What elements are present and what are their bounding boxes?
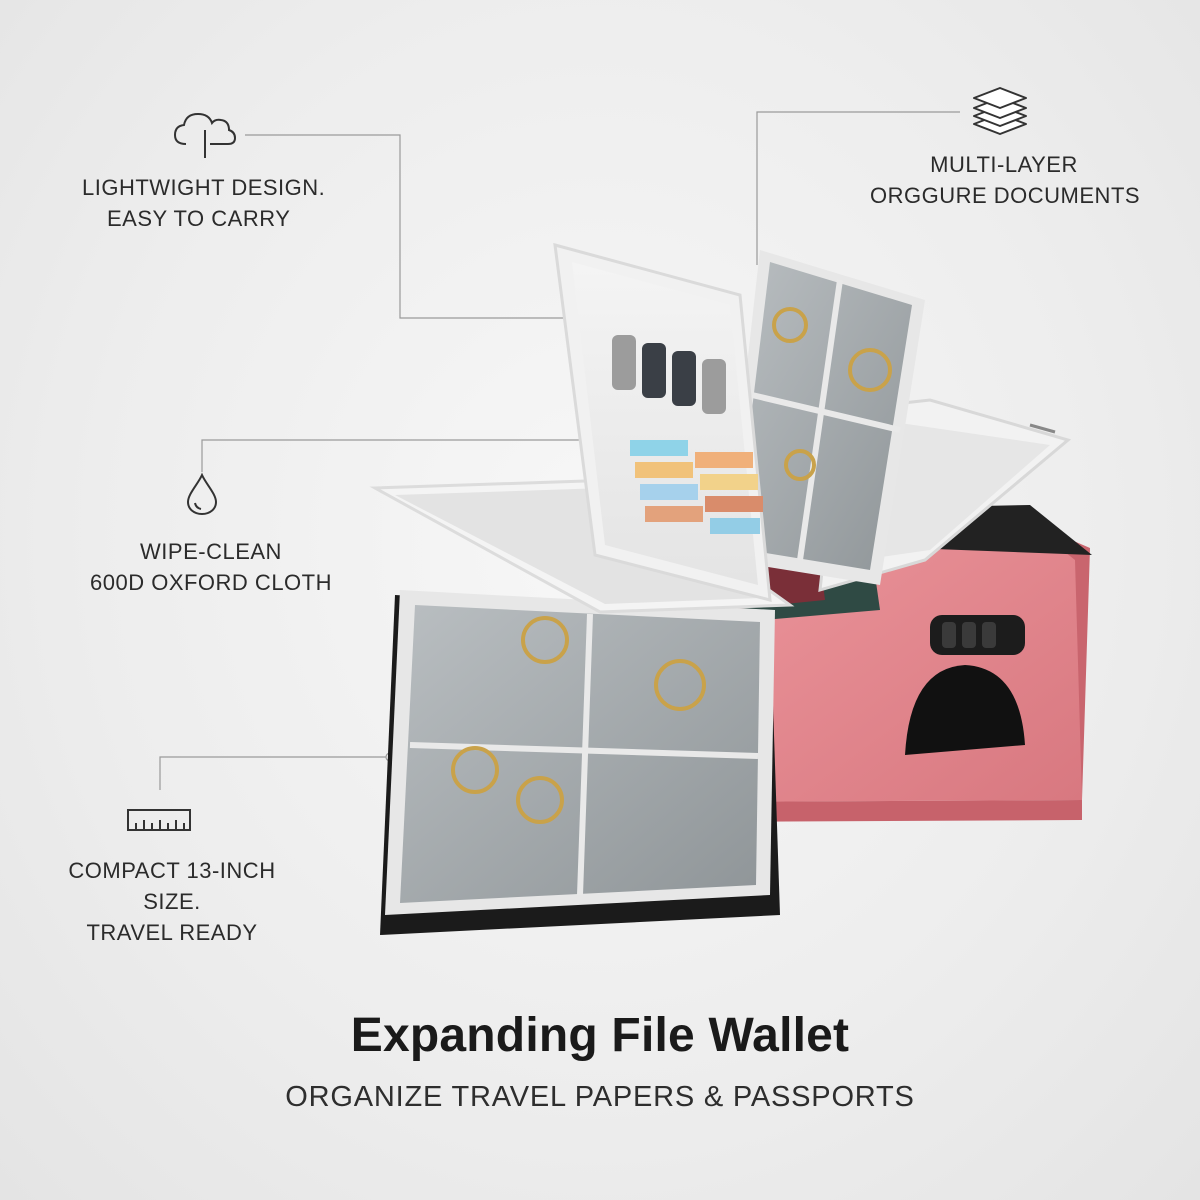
feature-caption-compact: COMPACT 13-INCH SIZE. TRAVEL READY [64, 855, 280, 948]
leader-lines [159, 111, 960, 790]
caption-line: TRAVEL READY [86, 920, 258, 945]
feature-caption-lightweight: LIGHTWIGHT DESIGN. EASY TO CARRY [82, 172, 325, 234]
ruler-icon [126, 806, 192, 832]
lower-passport-panel [380, 590, 780, 935]
cloud-icon [172, 108, 238, 160]
caption-line: COMPACT 13-INCH [68, 858, 276, 883]
feature-caption-wipe-clean: WIPE-CLEAN 600D OXFORD CLOTH [88, 536, 334, 598]
leader-line-drop [201, 439, 625, 472]
card-organizer-panel [553, 242, 772, 602]
leader-line-layers [756, 111, 960, 265]
upper-passport-panel [725, 250, 925, 585]
subheadline: ORGANIZE TRAVEL PAPERS & PASSPORTS [285, 1081, 915, 1113]
headline: Expanding File Wallet [350, 1009, 850, 1062]
caption-line: 600D OXFORD CLOTH [90, 570, 332, 595]
caption-line: ORGGURE DOCUMENTS [870, 183, 1141, 208]
caption-line: LIGHTWIGHT DESIGN. [82, 175, 326, 200]
caption-line: SIZE. [143, 889, 201, 914]
caption-line: MULTI-LAYER [930, 152, 1078, 177]
leader-line-cloud [245, 134, 585, 319]
water-drop-icon [184, 472, 220, 516]
feature-caption-multilayer: MULTI-LAYER ORGGURE DOCUMENTS [870, 149, 1141, 211]
caption-line: WIPE-CLEAN [140, 539, 282, 564]
leader-line-ruler [159, 756, 390, 790]
caption-line: EASY TO CARRY [107, 206, 291, 231]
layers-icon [972, 84, 1028, 138]
